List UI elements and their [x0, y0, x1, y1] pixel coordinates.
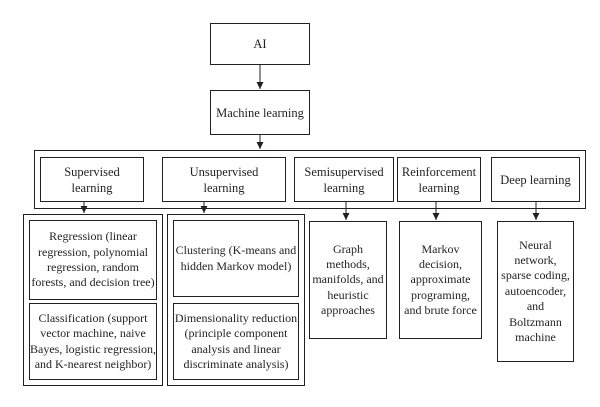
supervised-learning-label: Supervised learning: [64, 164, 120, 195]
classification-box: Classification (support vector machine, …: [29, 303, 157, 380]
reinforcement-learning-label: Reinforcement learning: [401, 164, 477, 195]
clustering-box: Clustering (K-means and hidden Markov mo…: [173, 220, 299, 297]
deep-learning-methods-box: Neural network, sparse coding, autoencod…: [497, 221, 574, 362]
unsupervised-learning-box: Unsupervised learning: [162, 157, 286, 202]
semisupervised-learning-box: Semisupervised learning: [294, 157, 394, 202]
classification-text: Classification (support vector machine, …: [30, 310, 156, 371]
unsupervised-details-frame: [167, 214, 305, 386]
unsupervised-learning-label: Unsupervised learning: [189, 164, 259, 195]
semisupervised-learning-label: Semisupervised learning: [304, 164, 384, 195]
reinforcement-learning-box: Reinforcement learning: [397, 157, 481, 202]
deep-learning-box: Deep learning: [491, 157, 580, 202]
reinforcement-methods-text: Markov decision, approximate programing,…: [404, 241, 477, 318]
deep-learning-methods-text: Neural network, sparse coding, autoencod…: [501, 237, 570, 344]
machine-learning-label: Machine learning: [216, 105, 304, 120]
deep-learning-label: Deep learning: [500, 172, 571, 187]
supervised-details-frame: [23, 214, 163, 386]
reinforcement-methods-box: Markov decision, approximate programing,…: [399, 221, 482, 339]
semisupervised-methods-box: Graph methods, manifolds, and heuristic …: [309, 221, 387, 339]
regression-box: Regression (linear regression, polynomia…: [29, 220, 157, 300]
ai-box: AI: [210, 23, 310, 65]
ai-label: AI: [253, 37, 267, 51]
machine-learning-box: Machine learning: [210, 90, 310, 135]
semisupervised-methods-text: Graph methods, manifolds, and heuristic …: [312, 241, 384, 318]
categories-frame: [34, 150, 586, 209]
regression-text: Regression (linear regression, polynomia…: [31, 229, 155, 290]
dimensionality-reduction-box: Dimensionality reduction (principle comp…: [173, 303, 299, 380]
dimensionality-reduction-text: Dimensionality reduction (principle comp…: [174, 310, 298, 371]
clustering-text: Clustering (K-means and hidden Markov mo…: [175, 243, 297, 273]
supervised-learning-box: Supervised learning: [40, 157, 144, 202]
